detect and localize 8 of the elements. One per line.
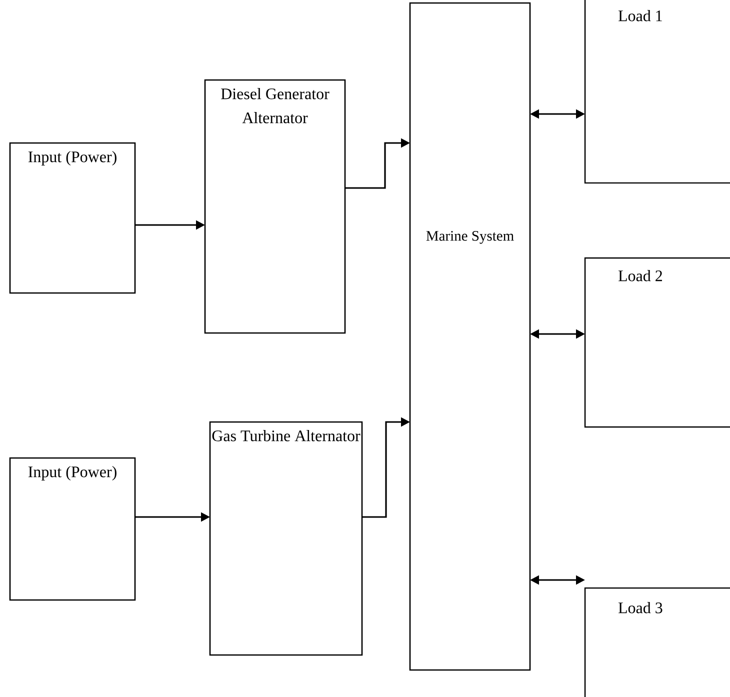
input-box: Input (Power) (9, 142, 136, 294)
system-box: Marine System (409, 2, 531, 671)
load-box: Load 2 (584, 257, 730, 428)
input-box: Input (Power) (9, 457, 136, 601)
load-box: Load 3 (584, 587, 730, 697)
process-box: Diesel Generator Alternator (204, 79, 346, 334)
load-box: Load 1 (584, 0, 730, 184)
process-box: Gas Turbine Alternator (209, 421, 363, 656)
